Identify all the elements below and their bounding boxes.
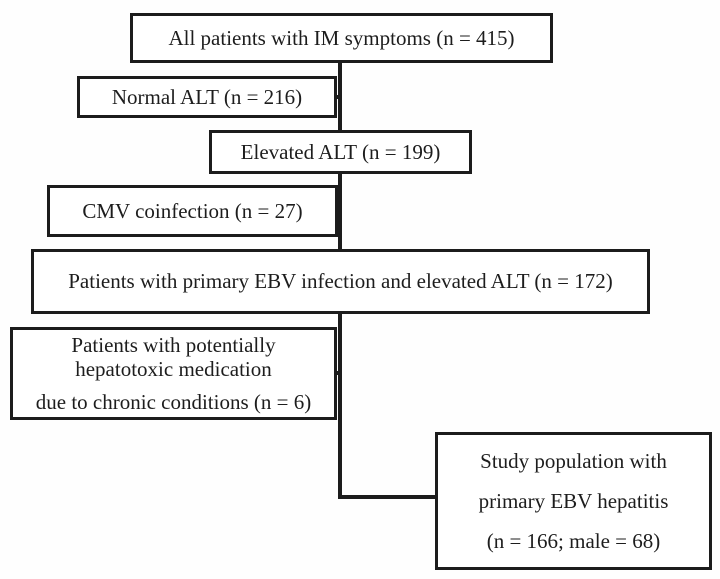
flow-box-study-population: Study population with primary EBV hepati… bbox=[435, 432, 712, 570]
flow-box-label: Patients with primary EBV infection and … bbox=[68, 269, 613, 293]
connector-elbow-horizontal bbox=[338, 495, 438, 499]
flow-box-elevated-alt: Elevated ALT (n = 199) bbox=[209, 130, 472, 174]
flow-box-label-line: due to chronic conditions (n = 6) bbox=[35, 390, 312, 414]
flow-box-hepatotoxic-medication: Patients with potentially hepatotoxic me… bbox=[10, 327, 337, 420]
connector-stub-cmv bbox=[334, 209, 342, 213]
flow-box-cmv-coinfection: CMV coinfection (n = 27) bbox=[47, 185, 338, 237]
flow-box-label-line: (n = 166; male = 68) bbox=[486, 529, 661, 553]
flow-box-label: All patients with IM symptoms (n = 415) bbox=[168, 25, 515, 50]
flow-box-label-line: hepatotoxic medication bbox=[75, 357, 272, 381]
connector-stub-hepatotoxic bbox=[334, 371, 342, 375]
flow-box-label: CMV coinfection (n = 27) bbox=[82, 198, 303, 223]
flow-box-ebv-elevated-alt: Patients with primary EBV infection and … bbox=[31, 249, 650, 314]
flow-box-label-line: Study population with bbox=[480, 449, 667, 473]
flow-box-normal-alt: Normal ALT (n = 216) bbox=[77, 76, 337, 118]
flow-box-label-line: primary EBV hepatitis bbox=[478, 489, 669, 513]
flow-box-all-patients: All patients with IM symptoms (n = 415) bbox=[130, 13, 553, 63]
connector-stub-normal-alt bbox=[334, 95, 342, 99]
flow-box-label-line: Patients with potentially bbox=[71, 333, 276, 357]
flow-box-label: Normal ALT (n = 216) bbox=[111, 84, 303, 109]
flow-box-label: Elevated ALT (n = 199) bbox=[240, 139, 441, 164]
